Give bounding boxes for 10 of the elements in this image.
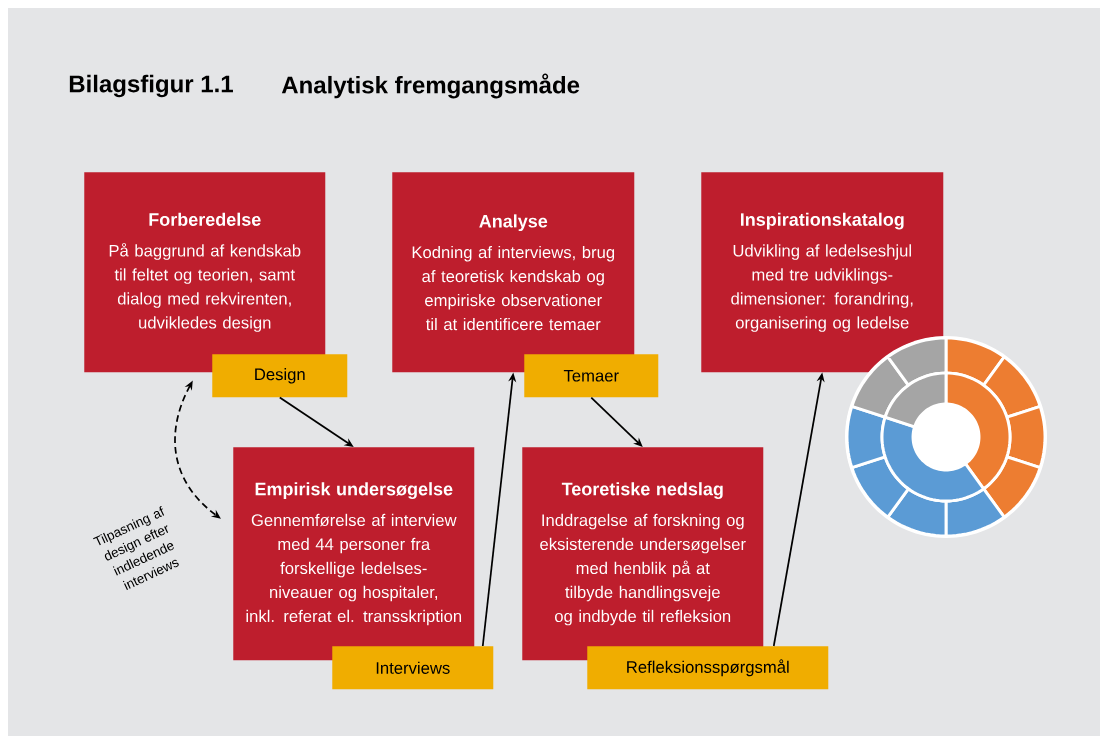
title: Analytisk fremgangsmåde <box>281 73 580 99</box>
output-tag: Refleksionsspørgsmål <box>587 646 829 690</box>
output-tag: Interviews <box>332 646 494 690</box>
process-box: Inspirationskatalog Udvikling af ledelseshjul med tre udviklings- dimensioner: forandring, organisering og ledelse <box>701 172 944 373</box>
figure-number: Bilagsfigur 1.1 <box>69 74 233 98</box>
output-tag: Temaer <box>524 354 659 398</box>
output-tag: Design <box>212 354 348 398</box>
arrow <box>590 396 643 447</box>
process-box: Empirisk undersøgelse Gennemførelse af interview med 44 personer fra forskellige ledelses- niveauer og hospitaler, inkl. referat el. transskription <box>233 447 475 661</box>
process-box: Teoretiske nedslag Inddragelse af forskning og eksisterende undersøgelser med henblik på at tilbyde handlingsveje og indbyde til refleksion <box>522 447 764 661</box>
